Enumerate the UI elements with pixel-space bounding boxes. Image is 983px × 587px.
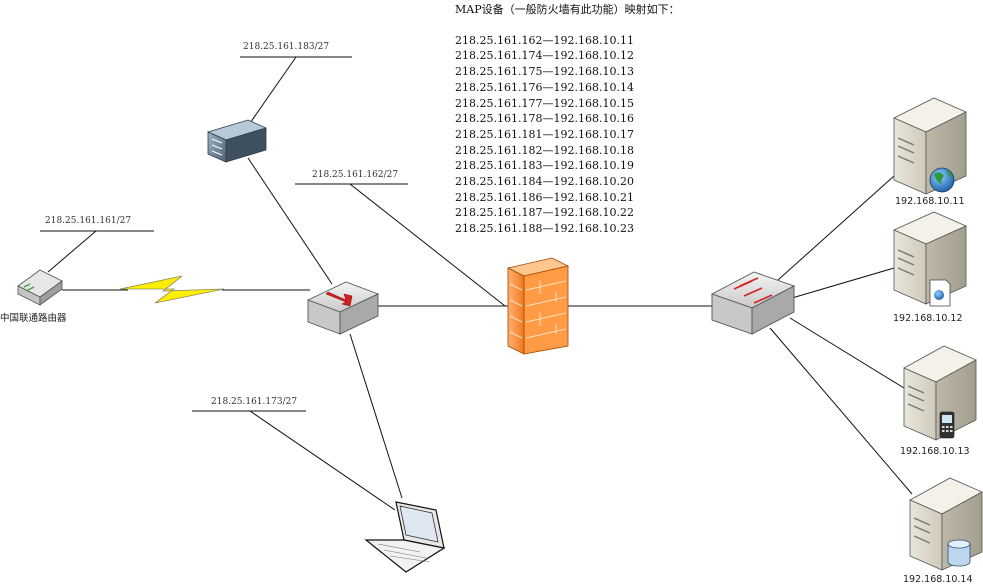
document-icon [929,279,951,307]
link-switch-srv2 [791,267,895,299]
mapping-row: 218.25.161.184—192.168.10.20 [455,175,634,189]
connections [62,157,913,499]
mapping-row: 218.25.161.183—192.168.10.19 [455,159,634,173]
mapping-row: 218.25.161.177—192.168.10.15 [455,96,634,110]
mapping-row: 218.25.161.162—192.168.10.11 [455,33,634,47]
server-4-label: 192.168.10.14 [903,574,973,585]
server-ip-label: 218.25.161.183/27 [243,42,329,52]
wan-lightning-icon [119,275,225,304]
database-icon [947,539,971,567]
link-switch-srv3 [789,317,905,389]
router-ip-label: 218.25.161.161/27 [45,216,131,226]
map-note: MAP设备（一般防火墙有此功能）映射如下： 218.25.161.162—192… [455,2,695,237]
server-tower-2 [893,211,967,307]
laptop-ip-label: 218.25.161.173/27 [211,397,297,407]
rack-server-icon [206,119,268,163]
link-switch-srv1 [777,175,895,281]
link-server-mainrouter [247,157,333,285]
mapping-row: 218.25.161.188—192.168.10.23 [455,222,634,236]
link-mainrouter-laptop [349,333,403,499]
globe-icon [929,167,955,193]
phone-icon [939,411,955,439]
map-note-title: MAP设备（一般防火墙有此功能）映射如下： [455,3,680,16]
server-tower-3 [903,345,977,441]
main-router-ip-label: 218.25.161.162/27 [312,170,398,180]
map-note-list: 218.25.161.162—192.168.10.11 218.25.161.… [455,33,695,237]
mapping-row: 218.25.161.187—192.168.10.22 [455,206,634,220]
mapping-row: 218.25.161.182—192.168.10.18 [455,143,634,157]
mapping-row: 218.25.161.186—192.168.10.21 [455,190,634,204]
server-tower-1 [893,97,967,195]
isp-router-icon [17,269,63,306]
isp-router-caption: 中国联通路由器 [0,312,67,324]
link-switch-srv4 [769,327,913,495]
main-router-icon [306,281,380,335]
server-1-label: 192.168.10.11 [895,196,965,207]
server-2-label: 192.168.10.12 [893,313,963,324]
server-3-label: 192.168.10.13 [900,446,970,457]
mapping-row: 218.25.161.176—192.168.10.14 [455,80,634,94]
mapping-row: 218.25.161.175—192.168.10.13 [455,65,634,79]
mapping-row: 218.25.161.174—192.168.10.12 [455,49,634,63]
firewall-icon [506,257,570,355]
mapping-row: 218.25.161.181—192.168.10.17 [455,127,634,141]
server-tower-4 [909,477,983,571]
label-leaders [40,56,506,511]
core-switch-icon [710,271,796,335]
laptop-icon [364,501,446,573]
mapping-row: 218.25.161.178—192.168.10.16 [455,112,634,126]
